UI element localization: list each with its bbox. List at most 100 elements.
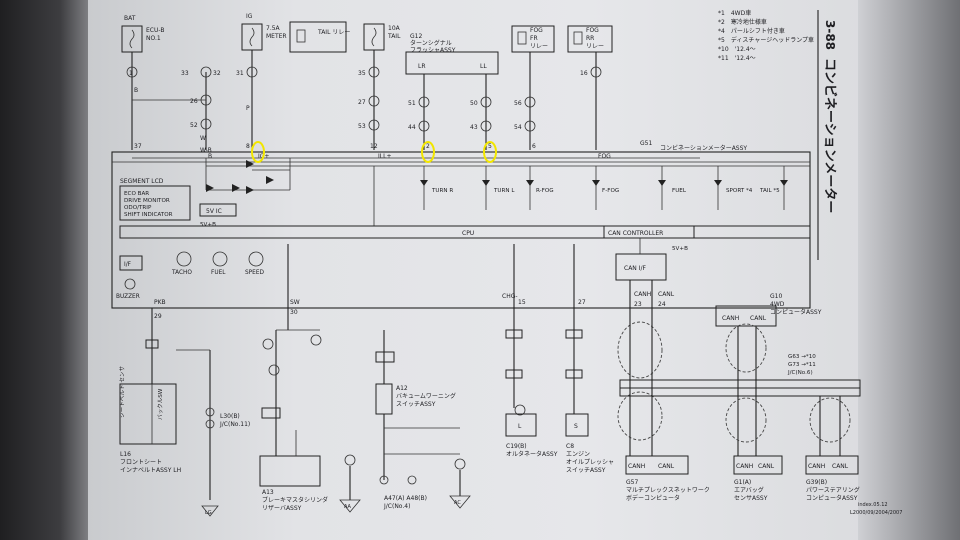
conn-27 [368,95,380,107]
l30-code: L30(B) [220,413,240,420]
note-5: *10 '12.4～ [718,46,756,53]
g10-line1: 4WD [770,301,785,308]
conn-51-label: 51 [408,100,416,107]
wire-label-1: W [200,135,206,142]
conn-31 [246,66,258,78]
wire-label-2: P [246,105,250,112]
fuse-bat: BAT ECU-B NO.1 [121,15,164,53]
pin-23: 23 [634,301,642,308]
pin-5: 5 [488,143,492,150]
gauge-tacho: TACHO [171,270,192,276]
pin-8: 8 [246,143,250,150]
lcd-line-1: ECO BAR [124,191,149,197]
lcd-line-4: SHIFT INDICATOR [124,212,173,218]
g39-canl: CANL [832,463,849,470]
highlight-marker-2 [421,141,435,163]
fuse-ig-sub: METER [266,33,287,40]
can-h: CANH [634,291,651,298]
pin-15: 15 [518,299,526,306]
wire-connectors: 1 33 32 26 52 31 35 27 53 51 44 50 43 [126,66,602,132]
wire-chg: CHG- [502,293,518,300]
turn-flasher-code: G12 [410,33,422,40]
note-4: *5 ディスチャージヘッドランプ車 [718,36,814,44]
g1-line2: センサASSY [734,495,768,502]
fog-rr-1: FOG [586,27,599,34]
conn-52 [200,118,212,130]
pin-2: 2 [426,143,430,150]
tail-relay: TAIL リレー [289,21,350,53]
g57-line1: マルチプレックスネットワーク [626,487,710,494]
note-3: *4 パールシフト付き車 [718,27,785,35]
g1-canl: CANL [758,463,775,470]
c8-pin: S [574,423,578,430]
sv-ic: 5V IC [206,208,222,215]
conn-51 [418,96,430,108]
g57-canh: CANH [628,463,645,470]
turn-flasher-line1: ターンシグナル [410,39,452,47]
ground-ac [449,495,471,509]
conn-26-label: 26 [190,98,198,105]
c19-alternator: L C19(B) オルタネータASSY [505,329,558,458]
fuse-tail-sub: TAIL [387,33,401,40]
g57-line2: ボデーコンピュータ [626,494,680,502]
cpu-block: CPU CAN CONTROLLER CAN I/F 5V+B [119,225,811,310]
conn-33-label: 33 [181,70,189,77]
l16-line2: インナベルトASSY LH [120,467,181,474]
fuse-ig-label: 7.5A [266,25,281,32]
cpu-label: CPU [462,230,474,237]
g10-canl: CANL [750,315,767,322]
note-6: *11 '12.4～ [718,55,756,62]
binder-spine [0,0,100,540]
conn-32-label: 32 [213,70,221,77]
note-2: *2 寒冷地仕様車 [718,18,767,26]
page-number: 3-88 [823,20,837,50]
ind-fuel: FUEL [672,188,687,194]
g39-line2: コンピュータASSY [806,494,858,502]
conn-53-label: 53 [358,123,366,130]
highlight-marker-1 [251,141,265,163]
pin-37: 37 [134,143,142,150]
a12-line2: スイッチASSY [396,401,436,408]
can-network: CANH CANL G57 マルチプレックスネットワーク ボデーコンピュータ C… [617,293,861,502]
page-title: コンビネーションメーター [822,58,838,213]
a12-vacuum-switch: A12 バキュームワーニング スイッチASSY A47(A) A48(B) J/… [375,330,471,510]
c8-line2: オイルプレッシャ [566,459,614,466]
segment-lcd: SEGMENT LCD ECO BAR DRIVE MONITOR ODO/TR… [119,178,237,228]
wire-sw: SW [290,299,300,306]
highlight-marker-3 [483,141,497,163]
conn-26 [200,94,212,106]
conn-43-label: 43 [470,124,478,131]
conn-1-label: 1 [129,70,133,77]
fog-rr-2: RR [586,35,594,42]
turn-flasher-line2: フラッシャASSY [410,47,456,54]
gauge-fuel: FUEL [211,270,226,276]
l16-seat-belt: シートベルト センサ バックルSW L16 フロントシート インナベルトASSY… [119,339,211,500]
can-if-label: CAN I/F [624,265,646,272]
ground-lg-label: LG [205,510,212,516]
gauge-row: I/F TACHO FUEL SPEED BUZZER [116,251,265,300]
conn-43 [480,120,492,132]
conn-44-label: 44 [408,124,416,131]
wire-label-4: ILL+ [378,153,391,160]
note-1: *1 4WD車 [718,9,751,17]
pin-24: 24 [658,301,666,308]
fog-rr-relay: FOG RR リレー [567,25,613,53]
ind-tail: TAIL *5 [759,188,780,194]
g39-code: G39(B) [806,479,827,486]
segment-lcd-title: SEGMENT LCD [120,178,164,185]
a47-sub: J/C(No.4) [383,503,410,510]
wire-pkb: PKB [154,299,166,306]
meter-code: G51 [640,140,652,147]
lcd-line-2: DRIVE MONITOR [124,198,170,204]
page-edge-shadow [858,0,960,540]
c8-code: C8 [566,443,574,450]
ground-aa [339,499,361,513]
buzzer-label: BUZZER [116,294,140,300]
ground-aa-label: AA [344,504,352,510]
conn-53 [368,119,380,131]
ground-lg [201,505,219,517]
conn-56 [524,96,536,108]
a13-brake-reservoir: A13 ブレーキマスタシリンダ リザーバASSY AA [259,329,361,513]
l16-switch: シートベルト センサ [119,365,126,418]
l30-sub: J/C(No.11) [219,421,250,428]
